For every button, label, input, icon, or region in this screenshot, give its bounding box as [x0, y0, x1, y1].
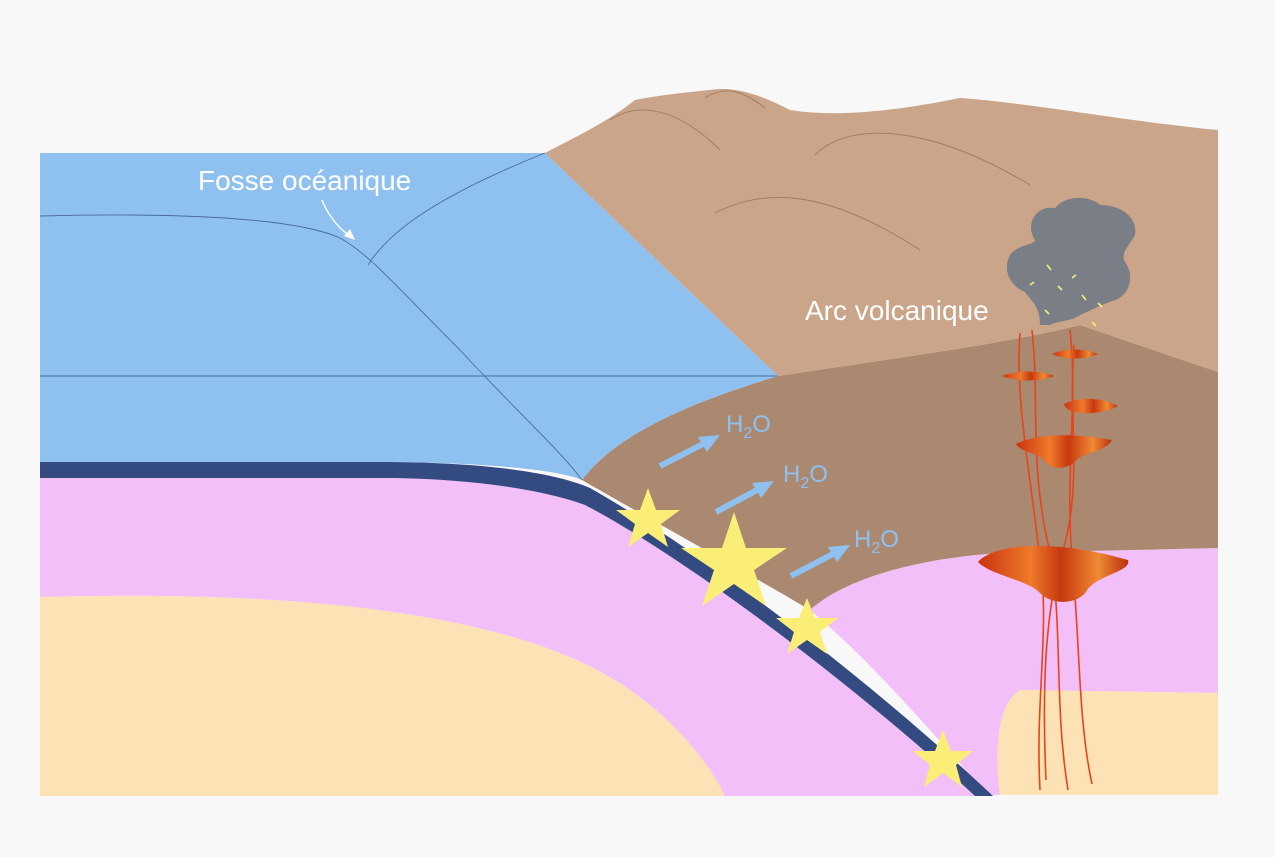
mountain-ridge-line-2	[609, 109, 721, 151]
ocean-sediment-line	[39, 214, 583, 481]
water-release-arrow-1	[658, 435, 720, 469]
mantle-wedge-right	[810, 548, 1218, 795]
water-release-arrow-3	[789, 545, 850, 579]
h2o-label-1: H2O	[726, 411, 771, 442]
earthquake-star-icon-4	[913, 730, 973, 787]
lithospheric-mantle-left	[40, 478, 975, 796]
volcanic-arc-label: Arc volcanique	[805, 295, 989, 326]
trench-pointer-arrowhead	[344, 229, 355, 240]
earthquake-star-icon-3	[776, 598, 838, 654]
mountain-ridge-line-3	[814, 132, 1031, 186]
earthquake-star-icon-1	[616, 488, 680, 547]
ocean	[40, 153, 778, 480]
trench-label: Fosse océanique	[198, 165, 411, 196]
magma-chamber-mid	[1016, 435, 1112, 468]
asthenosphere-left	[40, 595, 725, 796]
ocean-wedge-line	[367, 152, 546, 266]
asthenosphere-right	[997, 690, 1218, 795]
water-release-arrow-2	[714, 481, 774, 515]
eruption-sparks	[1029, 264, 1103, 327]
h2o-label-3: H2O	[854, 526, 899, 557]
h2o-label-2: H2O	[783, 461, 828, 492]
earthquake-star-icon-2	[681, 512, 787, 606]
magma-chamber-large	[978, 545, 1129, 602]
magma-chamber-small-1	[1064, 398, 1118, 414]
mountain-ridge-line-4	[714, 197, 921, 251]
mountain-ridge-line-1	[704, 90, 766, 109]
magma-chamber-small-3	[1052, 349, 1098, 359]
ash-cloud-icon	[1006, 197, 1136, 325]
magma-chamber-small-2	[1002, 371, 1054, 381]
